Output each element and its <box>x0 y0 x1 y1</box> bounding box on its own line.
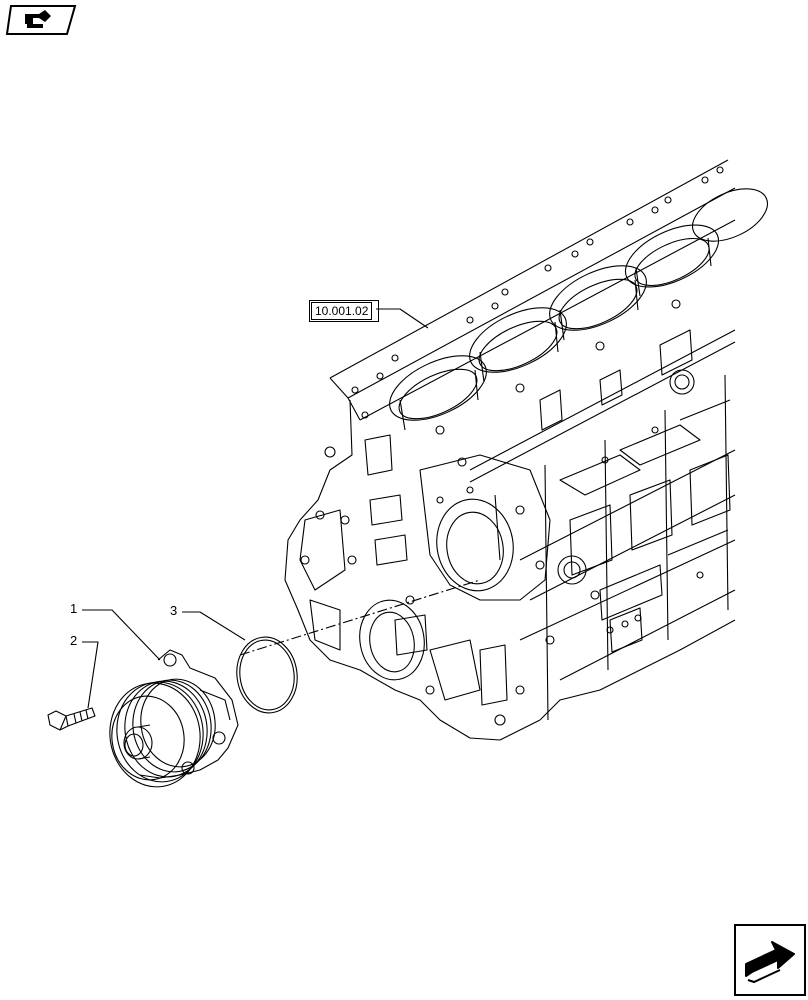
deck-bolt-holes <box>351 166 724 467</box>
callout-2: 2 <box>70 633 78 648</box>
next-page-arrow-icon[interactable] <box>734 924 806 996</box>
leader-lines <box>82 308 429 709</box>
assembly-axis <box>239 579 481 656</box>
callout-3: 3 <box>170 603 178 618</box>
front-face-bores <box>300 369 704 726</box>
cylinder-bores <box>389 188 768 431</box>
water-pump <box>109 649 239 788</box>
engine-block <box>284 159 736 741</box>
bolt <box>47 707 96 731</box>
o-ring <box>236 636 298 714</box>
callout-1: 1 <box>70 601 78 616</box>
hand-pointing-icon[interactable] <box>5 4 77 36</box>
reference-link[interactable]: 10.001.02 <box>311 302 373 320</box>
reference-box-frame <box>309 300 379 322</box>
